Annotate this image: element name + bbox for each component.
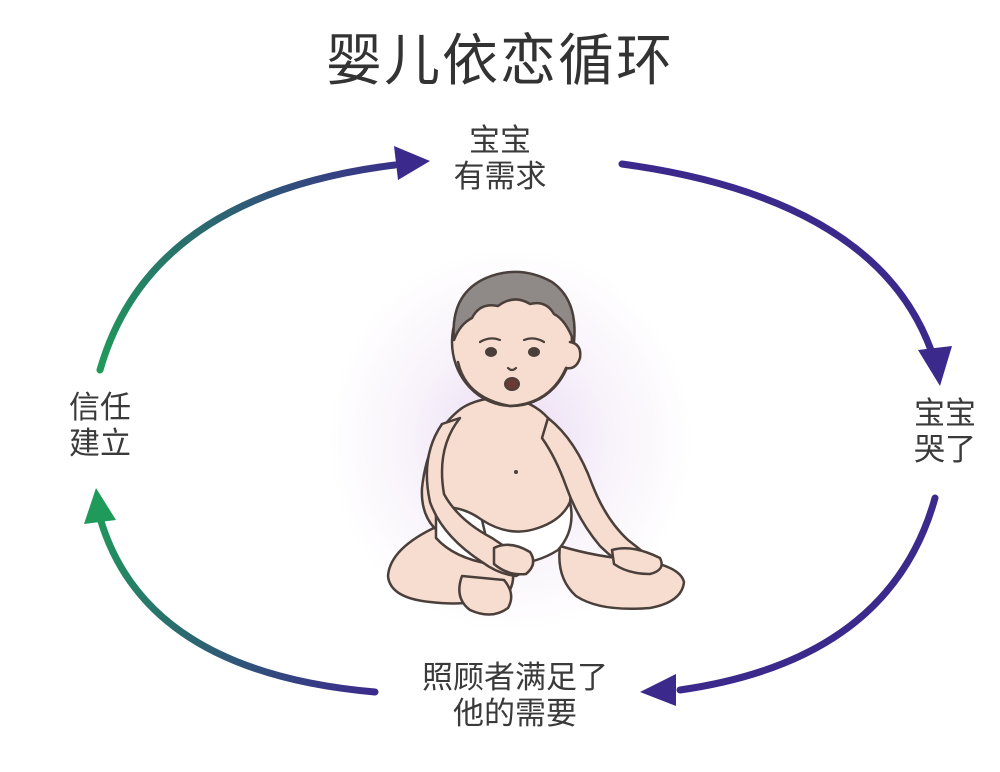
node-trust-line1: 信任 [69, 390, 131, 426]
node-trust-built: 信任 建立 [50, 390, 150, 462]
node-cry-line1: 宝宝 [914, 396, 976, 432]
arrow-cry-to-care [676, 494, 939, 694]
baby-mouth [504, 377, 520, 391]
arrow-trust-to-need [96, 161, 399, 374]
node-care-line2: 他的需要 [453, 696, 577, 732]
baby-illustration [386, 270, 686, 616]
node-caregiver-meets-need: 照顾者满足了 他的需要 [385, 660, 645, 732]
arrow-need-to-cry [618, 160, 939, 366]
node-need-line2: 有需求 [453, 159, 547, 195]
baby-left-foot [458, 574, 513, 616]
node-need-line1: 宝宝 [469, 123, 531, 159]
node-cry-line2: 哭了 [914, 432, 976, 468]
arrowhead-cry [918, 346, 952, 386]
baby-hair [452, 270, 576, 344]
arrowhead-care [640, 674, 676, 706]
diagram-title: 婴儿依恋循环 [326, 29, 674, 94]
node-baby-has-need: 宝宝 有需求 [440, 123, 560, 195]
baby-left-hand [492, 543, 535, 576]
arrowhead-trust [84, 488, 116, 524]
baby-right-hand [610, 547, 663, 576]
arrowhead-need [394, 146, 430, 180]
node-baby-cries: 宝宝 哭了 [895, 396, 995, 468]
node-trust-line2: 建立 [69, 426, 131, 462]
node-care-line1: 照顾者满足了 [422, 660, 608, 696]
arrow-care-to-trust [96, 514, 379, 696]
